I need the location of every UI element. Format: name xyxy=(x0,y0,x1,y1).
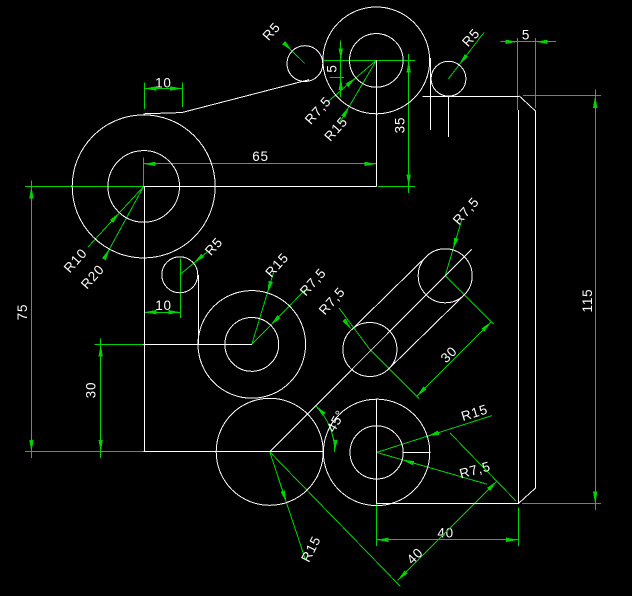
svg-text:30: 30 xyxy=(84,382,99,399)
svg-text:65: 65 xyxy=(252,149,269,164)
svg-text:75: 75 xyxy=(15,304,30,321)
svg-text:5: 5 xyxy=(522,28,530,43)
svg-text:10: 10 xyxy=(155,298,172,313)
svg-text:10: 10 xyxy=(155,76,172,91)
svg-text:115: 115 xyxy=(580,289,595,313)
svg-text:5: 5 xyxy=(325,64,340,72)
svg-text:35: 35 xyxy=(393,117,408,134)
